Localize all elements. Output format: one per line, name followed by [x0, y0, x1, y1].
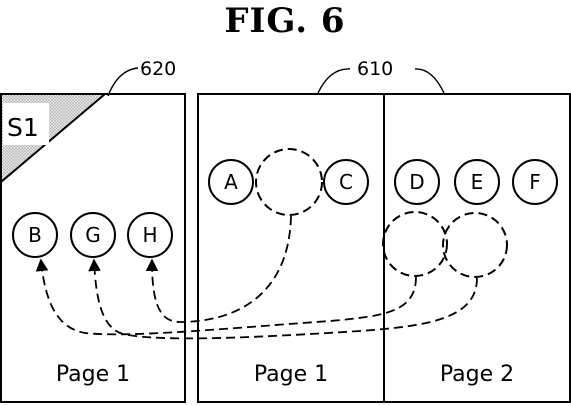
empty-slot-middle — [255, 148, 323, 216]
node-f: F — [512, 159, 558, 205]
node-b: B — [12, 212, 58, 258]
node-d: D — [394, 159, 440, 205]
right-page-label: Page 2 — [440, 362, 514, 387]
node-c-label: C — [339, 170, 353, 194]
node-g: G — [70, 212, 116, 258]
node-e-label: E — [471, 170, 484, 194]
empty-slot-right-2 — [442, 212, 508, 278]
middle-page-panel — [197, 93, 385, 403]
reference-numeral-620: 620 — [140, 58, 176, 80]
node-b-label: B — [28, 223, 42, 247]
right-page-panel — [383, 93, 571, 403]
sticker-label-background — [3, 103, 49, 145]
node-a: A — [208, 159, 254, 205]
left-page-label: Page 1 — [56, 362, 130, 387]
node-d-label: D — [409, 170, 424, 194]
node-g-label: G — [85, 223, 101, 247]
sticker-label: S1 — [7, 113, 39, 142]
figure-title: FIG. 6 — [224, 1, 345, 41]
node-h: H — [127, 212, 173, 258]
node-a-label: A — [224, 170, 238, 194]
leader-line-610 — [317, 68, 351, 94]
node-c: C — [323, 159, 369, 205]
leader-line-620 — [107, 67, 139, 97]
node-h-label: H — [142, 223, 157, 247]
reference-numeral-610: 610 — [357, 58, 393, 80]
empty-slot-right-1 — [382, 211, 448, 277]
move-path-to-b — [35, 258, 417, 336]
middle-page-label: Page 1 — [254, 362, 328, 387]
node-e: E — [454, 159, 500, 205]
move-path-to-h — [145, 215, 292, 323]
leader-line-610-right — [414, 68, 445, 94]
node-f-label: F — [529, 170, 541, 194]
move-path-to-g — [88, 258, 478, 340]
